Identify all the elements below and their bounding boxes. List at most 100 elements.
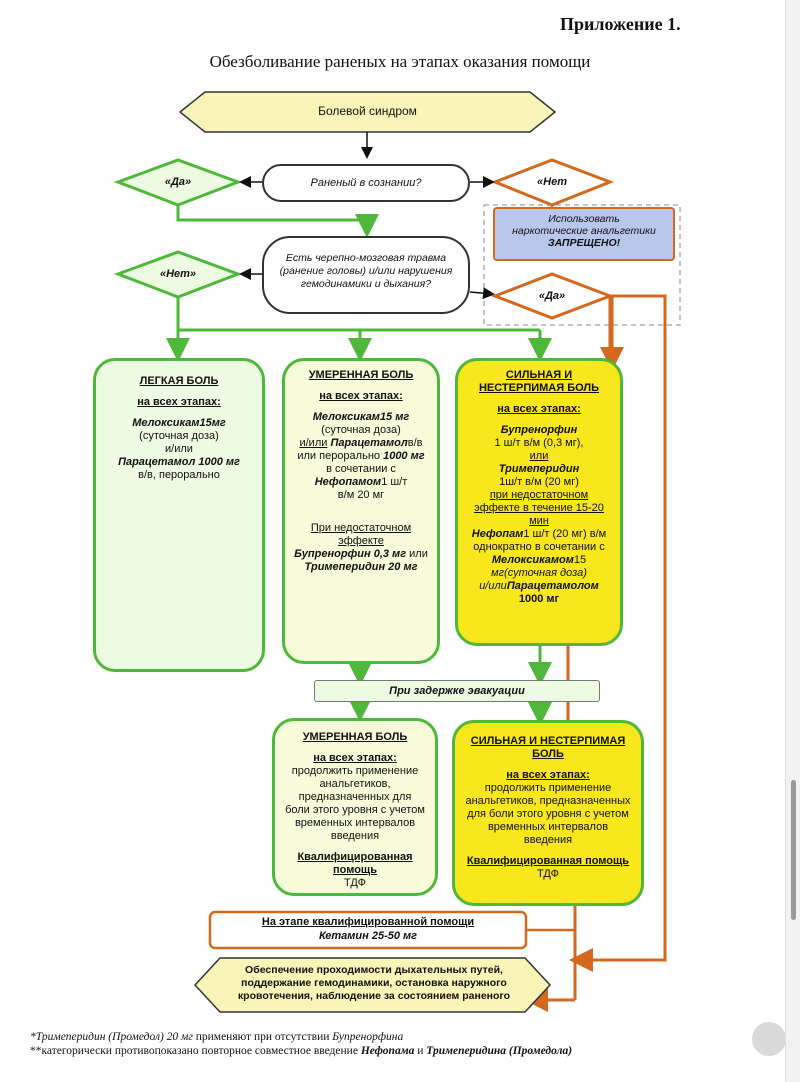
question-conscious: Раненый в сознании? bbox=[262, 164, 470, 202]
moderate-or2: или bbox=[406, 548, 428, 560]
appendix-label: Приложение 1. bbox=[560, 14, 681, 34]
page-title: Обезболивание раненых на этапах оказания… bbox=[209, 52, 591, 71]
narcotics-line-1: Использовать bbox=[548, 213, 620, 225]
moderate-nefopam-qty: 1 ш/т bbox=[381, 476, 408, 488]
moderate2-q1: Квалифицированная bbox=[297, 851, 413, 863]
pain-syndrome-shape bbox=[178, 91, 557, 133]
severe-line-4: Тримеперидин bbox=[498, 463, 580, 475]
severe2-stages: на всех этапах: bbox=[506, 769, 590, 781]
final-line-2: поддержание гемодинамики, остановка нару… bbox=[241, 977, 507, 989]
moderate-or: и/или bbox=[299, 437, 328, 449]
severe-paracetamol: Парацетамолом bbox=[506, 580, 599, 592]
light-stages: на всех этапах: bbox=[137, 396, 221, 408]
watermark-logo bbox=[752, 1022, 786, 1056]
moderate-stages: на всех этапах: bbox=[319, 390, 403, 402]
severe2-title-1: СИЛЬНАЯ И НЕСТЕРПИМАЯ bbox=[470, 735, 626, 747]
severe2-title-2: БОЛЬ bbox=[532, 748, 564, 760]
moderate2-t6: введения bbox=[330, 830, 380, 842]
moderate-pain-box: УМЕРЕННАЯ БОЛЬ на всех этапах: Мелоксика… bbox=[282, 358, 440, 664]
severe-stages: на всех этапах: bbox=[497, 403, 581, 415]
moderate-line-1: Мелоксикам15 мг bbox=[312, 411, 410, 423]
severe-meloxicam: Мелоксикамом bbox=[491, 554, 574, 566]
severe2-q: Квалифицированная помощь bbox=[466, 855, 630, 867]
severe-line-1: Бупренорфин bbox=[500, 424, 578, 436]
yes-diamond-shape bbox=[113, 158, 243, 207]
footnote-1b: применяют при отсутствии bbox=[192, 1031, 333, 1043]
moderate-oral: или перорально bbox=[297, 450, 384, 462]
final-line-3: кровотечения, наблюдение за состоянием р… bbox=[237, 990, 511, 1002]
severe-line-6: при недостаточном bbox=[489, 489, 589, 501]
light-line-2: (суточная доза) bbox=[139, 430, 219, 442]
narcotics-line-2: наркотические анальгетики bbox=[512, 225, 656, 237]
moderate-iv: в/в bbox=[407, 437, 423, 449]
moderate2-t4: боли этого уровня с учетом bbox=[285, 804, 425, 816]
severe-line-9: Нефопам1 ш/т (20 мг) в/м bbox=[458, 528, 620, 541]
no-label-1: «Нет bbox=[537, 176, 567, 188]
final-actions: Обеспечение проходимости дыхательных пут… bbox=[215, 964, 533, 1003]
moderate2-t2: анальгетиков, bbox=[319, 778, 391, 790]
narcotics-line-3: ЗАПРЕЩЕНО! bbox=[547, 237, 621, 249]
moderate-title: УМЕРЕННАЯ БОЛЬ bbox=[308, 369, 414, 381]
moderate-line-9: эффекте bbox=[338, 535, 384, 547]
moderate2-stages: на всех этапах: bbox=[313, 752, 397, 764]
scrollbar-thumb[interactable] bbox=[791, 780, 796, 920]
severe-line-7: эффекте в течение 15-20 bbox=[474, 502, 604, 514]
footnote-1: *Тримеперидин (Промедол) 20 мг применяют… bbox=[30, 1030, 750, 1044]
severe-line-2: 1 ш/т в/м (0,3 мг), bbox=[494, 437, 584, 449]
moderate-paracetamol: Парацетамол bbox=[330, 437, 408, 449]
moderate-line-4: или перорально 1000 мг bbox=[285, 450, 437, 463]
narcotics-warning: Использовать наркотические анальгетики З… bbox=[496, 213, 672, 249]
severe-line-3: или bbox=[529, 450, 549, 462]
severe2-t3: для боли этого уровня с учетом bbox=[467, 808, 629, 820]
severe-title-1: СИЛЬНАЯ И bbox=[505, 369, 573, 381]
severe-line-5: 1ш/т в/м (20 мг) bbox=[499, 476, 579, 488]
severe-nefopam: Нефопам bbox=[471, 528, 524, 540]
pain-syndrome-label: Болевой синдром bbox=[318, 104, 417, 118]
severe2-tdf: ТДФ bbox=[537, 868, 559, 880]
severe-line-13: и/илиПарацетамолом bbox=[458, 580, 620, 593]
moderate2-t3: предназначенных для bbox=[298, 791, 412, 803]
qualified-stage-label: На этапе квалифицированной помощи bbox=[261, 916, 475, 928]
moderate-line-2: (суточная доза) bbox=[321, 424, 401, 436]
footnotes: *Тримеперидин (Промедол) 20 мг применяют… bbox=[30, 1030, 750, 1058]
moderate-line-7: в/м 20 мг bbox=[337, 489, 385, 501]
moderate-pain-box-2: УМЕРЕННАЯ БОЛЬ на всех этапах: продолжит… bbox=[272, 718, 438, 896]
footnote-1a: *Тримеперидин (Промедол) 20 мг bbox=[30, 1031, 193, 1043]
q2-line-1: Есть черепно-мозговая травма bbox=[285, 252, 447, 264]
severe-meloxicam-dose: 15 bbox=[573, 554, 587, 566]
severe2-t2: анальгетиков, предназначенных bbox=[465, 795, 631, 807]
moderate2-q2: помощь bbox=[333, 864, 377, 876]
moderate-dose: 1000 мг bbox=[383, 450, 425, 462]
severe2-t4: временных интервалов bbox=[487, 821, 609, 833]
severe-line-12: мг(суточная доза) bbox=[491, 567, 587, 579]
severe-pain-box: СИЛЬНАЯ И НЕСТЕРПИМАЯ БОЛЬ на всех этапа… bbox=[455, 358, 623, 646]
footnote-2a: **категорически противопоказано повторно… bbox=[30, 1045, 361, 1057]
moderate-line-6: Нефопамом1 ш/т bbox=[285, 476, 437, 489]
light-line-3: и/или bbox=[165, 443, 193, 455]
moderate2-t1: продолжить применение bbox=[291, 765, 419, 777]
final-shape bbox=[193, 957, 552, 1013]
moderate-line-5: в сочетании с bbox=[326, 463, 396, 475]
severe-title-2: НЕСТЕРПИМАЯ БОЛЬ bbox=[478, 382, 600, 394]
yes-label-1: «Да» bbox=[164, 176, 192, 188]
light-line-4: Парацетамол 1000 мг bbox=[118, 456, 240, 468]
question-head-trauma: Есть черепно-мозговая травма (ранение го… bbox=[262, 236, 470, 314]
severe-line-10: однократно в сочетании с bbox=[473, 541, 605, 553]
severe-line-14: 1000 мг bbox=[518, 593, 560, 605]
severe-line-8: мин bbox=[529, 515, 549, 527]
severe-or: и/или bbox=[479, 580, 507, 592]
moderate2-title: УМЕРЕННАЯ БОЛЬ bbox=[302, 731, 408, 743]
severe2-t5: введения bbox=[523, 834, 573, 846]
light-line-5: в/в, перорально bbox=[138, 469, 220, 481]
footnote-2c: и bbox=[414, 1045, 427, 1057]
final-line-1: Обеспечение проходимости дыхательных пут… bbox=[245, 964, 503, 976]
footnote-2d: Тримеперидина (Промедола) bbox=[426, 1045, 573, 1057]
qualified-stage-text: На этапе квалифицированной помощи Кетами… bbox=[212, 915, 524, 943]
moderate2-tdf: ТДФ bbox=[344, 877, 366, 889]
footnote-2b: Нефопама bbox=[360, 1045, 415, 1057]
q2-line-3: гемодинамики и дыхания? bbox=[300, 278, 432, 290]
moderate-line-10: Бупренорфин 0,3 мг или bbox=[285, 548, 437, 561]
scrollbar[interactable] bbox=[785, 0, 800, 1082]
moderate-nefopam: Нефопамом bbox=[314, 476, 382, 488]
